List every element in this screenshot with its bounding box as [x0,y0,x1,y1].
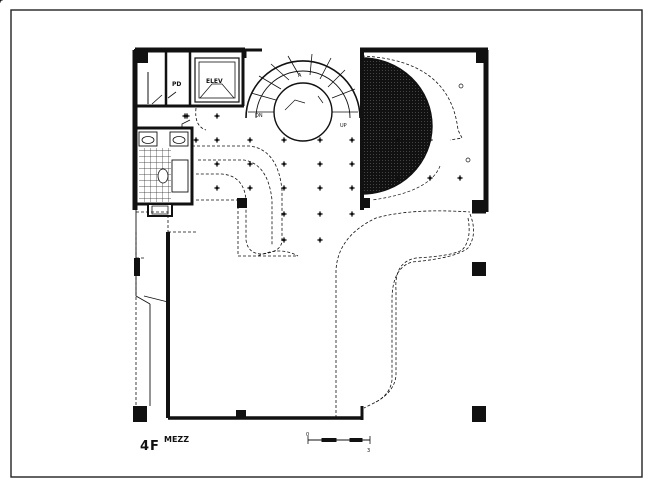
spiral-stair [245,53,361,142]
scale-label-start: 0 [306,432,309,438]
room-label-elev: ELEV [206,78,223,85]
hatched-feature [360,52,471,210]
scale-bar [307,436,371,444]
ceiling-soffit-lines [192,107,299,257]
stair-up-label: UP [340,123,347,129]
ceiling-fixtures [0,0,464,244]
columns [133,49,488,422]
washroom [134,119,194,217]
core-rooms [135,52,245,108]
floor-subtitle: MEZZ [164,435,189,444]
stair-mark-label: A [298,73,302,79]
room-label-pd: PD [172,81,181,88]
floor-title: 4F [140,439,160,454]
lower-floor-dashed-lines [135,210,474,418]
sheet-border [10,9,643,478]
stair-down-label: DN [255,113,263,119]
scale-label-end: 3 [367,448,370,454]
